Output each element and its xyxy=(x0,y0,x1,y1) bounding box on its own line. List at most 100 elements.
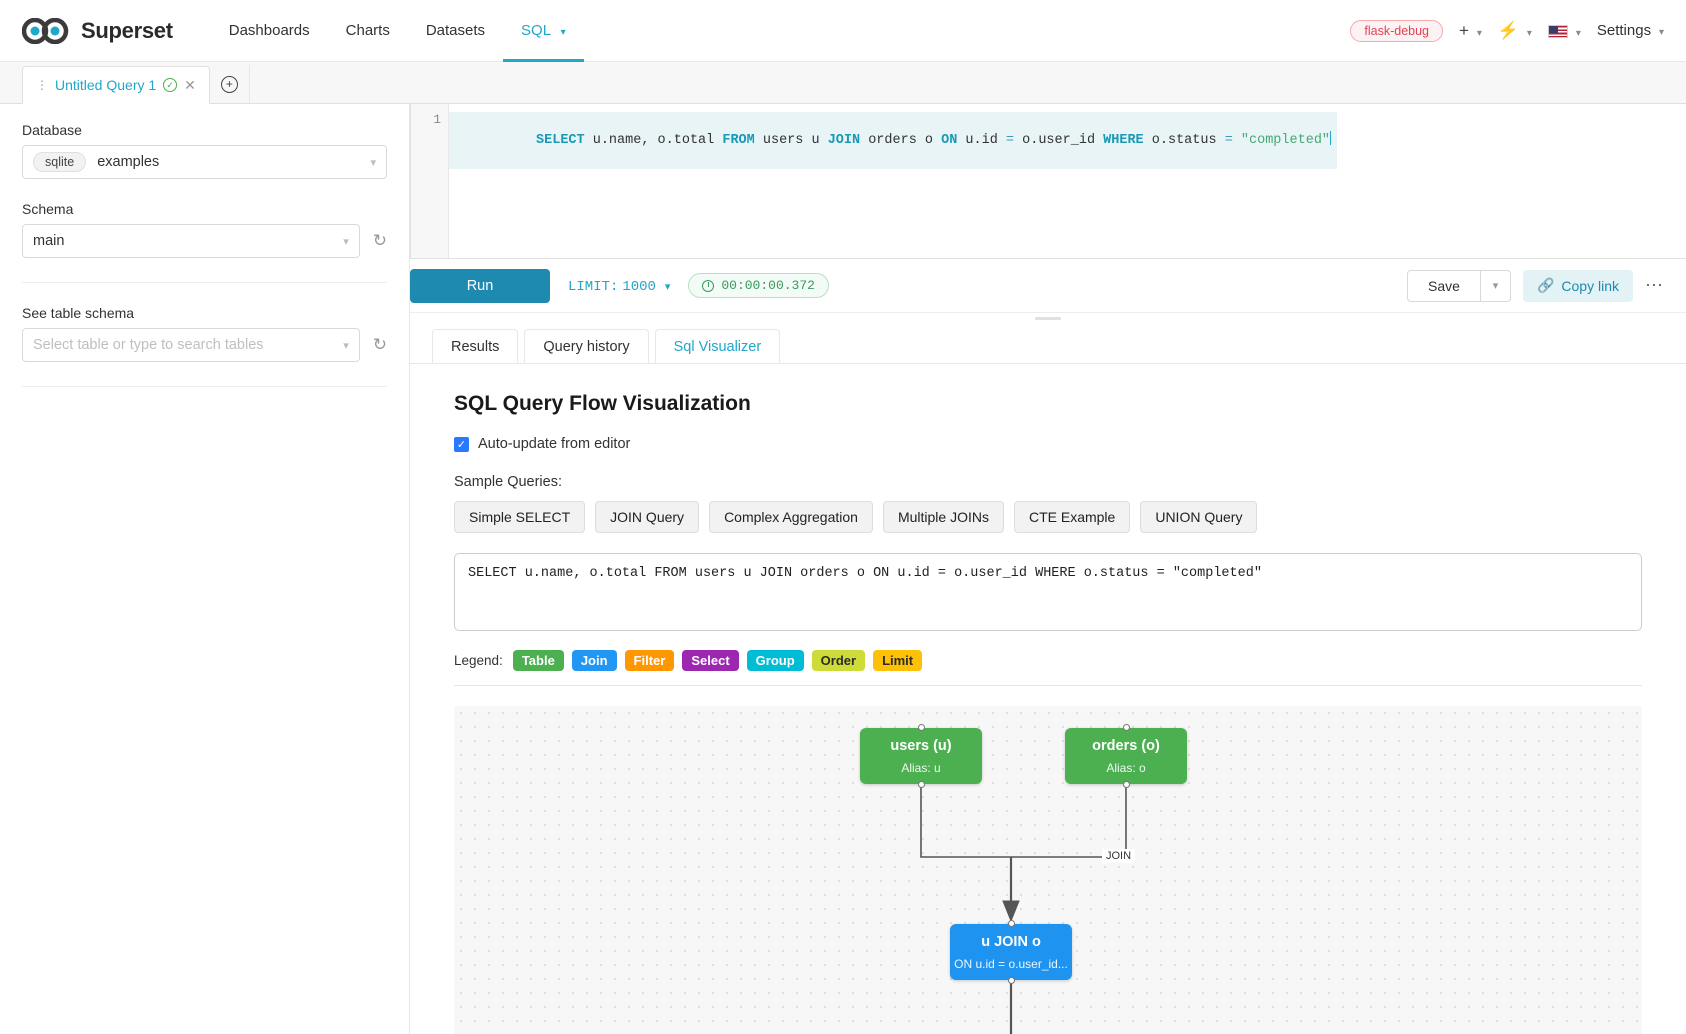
result-tabs-underline xyxy=(410,363,1686,364)
flow-node-join[interactable]: u JOIN o ON u.id = o.user_id... xyxy=(950,920,1072,984)
chevron-down-icon: ▾ xyxy=(560,26,566,38)
nav-item-sql[interactable]: SQL ▾ xyxy=(503,0,584,62)
table-select[interactable]: Select table or type to search tables ▾ xyxy=(22,328,360,362)
close-icon[interactable]: ✕ xyxy=(184,76,196,93)
sql-input-textarea[interactable] xyxy=(454,553,1642,631)
legend-label: Legend: xyxy=(454,653,503,668)
limit-label: LIMIT: xyxy=(568,278,619,295)
editor-code-area[interactable]: SELECT u.name, o.total FROM users u JOIN… xyxy=(449,104,1686,258)
tab-sql-visualizer[interactable]: Sql Visualizer xyxy=(654,329,781,364)
flow-node-orders[interactable]: orders (o) Alias: o xyxy=(1065,724,1187,788)
bolt-icon: ⚡ xyxy=(1497,20,1520,40)
limit-dropdown[interactable]: LIMIT: 1000 ▾ xyxy=(568,277,670,295)
flow-node-users-title: users (u) xyxy=(890,737,952,754)
query-tab-strip: ⋮ Untitled Query 1 ✓ ✕ + xyxy=(0,62,1686,104)
chevron-down-icon: ▾ xyxy=(1492,280,1499,292)
right-editor-panel: 1 SELECT u.name, o.total FROM users u JO… xyxy=(410,104,1686,1034)
save-dropdown-button[interactable]: ▾ xyxy=(1480,269,1511,302)
auto-update-checkbox[interactable]: ✓ xyxy=(454,436,469,452)
flow-node-users-subtitle: Alias: u xyxy=(901,760,941,775)
sample-complex-aggregation-button[interactable]: Complex Aggregation xyxy=(709,501,873,533)
database-engine-pill: sqlite xyxy=(33,152,87,172)
legend-divider xyxy=(454,685,1642,686)
auto-update-row[interactable]: ✓ Auto-update from editor xyxy=(454,436,1642,452)
bolt-menu-button[interactable]: ⚡ ▾ xyxy=(1498,21,1532,41)
flow-node-orders-title: orders (o) xyxy=(1092,737,1160,754)
chevron-down-icon: ▾ xyxy=(343,339,349,352)
nav-links: Dashboards Charts Datasets SQL ▾ xyxy=(211,0,584,62)
panel-resize-handle[interactable] xyxy=(410,313,1686,323)
node-port-top xyxy=(917,724,925,731)
run-button[interactable]: Run xyxy=(410,268,550,303)
nav-item-sql-label: SQL xyxy=(521,21,551,39)
node-port-bottom xyxy=(1007,977,1015,984)
query-tab[interactable]: ⋮ Untitled Query 1 ✓ ✕ xyxy=(22,66,210,104)
navbar-right: flask-debug + ▾ ⚡ ▾ ▾ Settings ▾ xyxy=(1350,19,1664,42)
query-timer: 00:00:00.372 xyxy=(688,273,829,298)
sample-multiple-joins-button[interactable]: Multiple JOINs xyxy=(882,501,1004,533)
chevron-down-icon: ▾ xyxy=(1575,27,1581,39)
sample-union-query-button[interactable]: UNION Query xyxy=(1140,501,1258,533)
link-icon: 🔗 xyxy=(1536,277,1555,293)
copy-link-button[interactable]: 🔗 Copy link xyxy=(1522,269,1633,302)
language-picker[interactable]: ▾ xyxy=(1547,23,1581,39)
database-value: examples xyxy=(97,154,160,170)
check-circle-icon: ✓ xyxy=(163,78,178,92)
copy-link-label: Copy link xyxy=(1561,277,1619,294)
nav-item-datasets[interactable]: Datasets xyxy=(425,21,486,39)
node-port-bottom xyxy=(917,781,925,788)
database-select[interactable]: sqlite examples ▾ xyxy=(22,145,387,179)
table-schema-label: See table schema xyxy=(22,305,135,321)
query-flow-canvas[interactable]: JOIN users (u) Alias: u orders (o) Alias… xyxy=(454,706,1642,1034)
flow-node-orders-subtitle: Alias: o xyxy=(1106,760,1146,775)
flow-node-join-title: u JOIN o xyxy=(981,933,1041,950)
save-button[interactable]: Save xyxy=(1407,269,1481,302)
left-query-panel: Database sqlite examples ▾ Schema main ▾… xyxy=(0,104,410,1034)
table-row: Select table or type to search tables ▾ … xyxy=(22,328,387,362)
main-split: Database sqlite examples ▾ Schema main ▾… xyxy=(0,104,1686,1034)
plus-icon: + xyxy=(1459,20,1469,40)
query-timer-value: 00:00:00.372 xyxy=(721,278,815,293)
add-query-tab-button[interactable]: + xyxy=(210,65,250,103)
page-title: SQL Query Flow Visualization xyxy=(454,392,751,415)
query-tab-label: Untitled Query 1 xyxy=(55,77,157,93)
tab-query-history[interactable]: Query history xyxy=(524,329,649,364)
sample-cte-example-button[interactable]: CTE Example xyxy=(1013,501,1131,533)
flow-node-users[interactable]: users (u) Alias: u xyxy=(860,724,982,788)
nav-item-dashboards[interactable]: Dashboards xyxy=(228,21,310,39)
ellipsis-icon[interactable]: ⋯ xyxy=(1645,275,1664,295)
legend-chip-join: Join xyxy=(571,650,617,671)
editor-code-line: SELECT u.name, o.total FROM users u JOIN… xyxy=(449,112,1338,169)
sample-queries-label: Sample Queries: xyxy=(454,474,562,490)
legend-chip-filter: Filter xyxy=(624,650,675,671)
drag-handle-icon[interactable]: ⋮ xyxy=(36,78,48,92)
auto-update-label: Auto-update from editor xyxy=(478,436,631,452)
new-item-button[interactable]: + ▾ xyxy=(1459,21,1482,41)
panel-divider xyxy=(22,282,387,283)
database-label: Database xyxy=(22,122,82,138)
refresh-schema-icon[interactable]: ↻ xyxy=(372,231,387,250)
chevron-down-icon: ▾ xyxy=(664,280,671,293)
flask-debug-badge: flask-debug xyxy=(1350,19,1443,42)
panel-divider-2 xyxy=(22,386,387,387)
node-port-bottom xyxy=(1122,781,1130,788)
superset-logo[interactable]: Superset xyxy=(22,17,173,44)
nav-item-charts[interactable]: Charts xyxy=(345,21,390,39)
legend-chip-limit: Limit xyxy=(873,650,923,671)
save-group: Save ▾ xyxy=(1407,269,1511,302)
editor-gutter: 1 xyxy=(411,104,449,258)
sample-join-query-button[interactable]: JOIN Query xyxy=(595,501,700,533)
infinity-logo-icon xyxy=(22,17,69,44)
tab-results[interactable]: Results xyxy=(432,329,519,364)
sql-editor[interactable]: 1 SELECT u.name, o.total FROM users u JO… xyxy=(410,104,1686,259)
refresh-tables-icon[interactable]: ↻ xyxy=(372,335,387,354)
us-flag-icon xyxy=(1547,25,1568,39)
table-placeholder: Select table or type to search tables xyxy=(33,337,264,353)
schema-label: Schema xyxy=(22,201,74,217)
schema-select[interactable]: main ▾ xyxy=(22,224,360,258)
schema-row: main ▾ ↻ xyxy=(22,224,387,258)
sample-queries-row: Simple SELECT JOIN Query Complex Aggrega… xyxy=(454,501,1642,533)
chevron-down-icon: ▾ xyxy=(1526,27,1532,39)
settings-menu[interactable]: Settings ▾ xyxy=(1597,22,1664,39)
sample-simple-select-button[interactable]: Simple SELECT xyxy=(454,501,586,533)
